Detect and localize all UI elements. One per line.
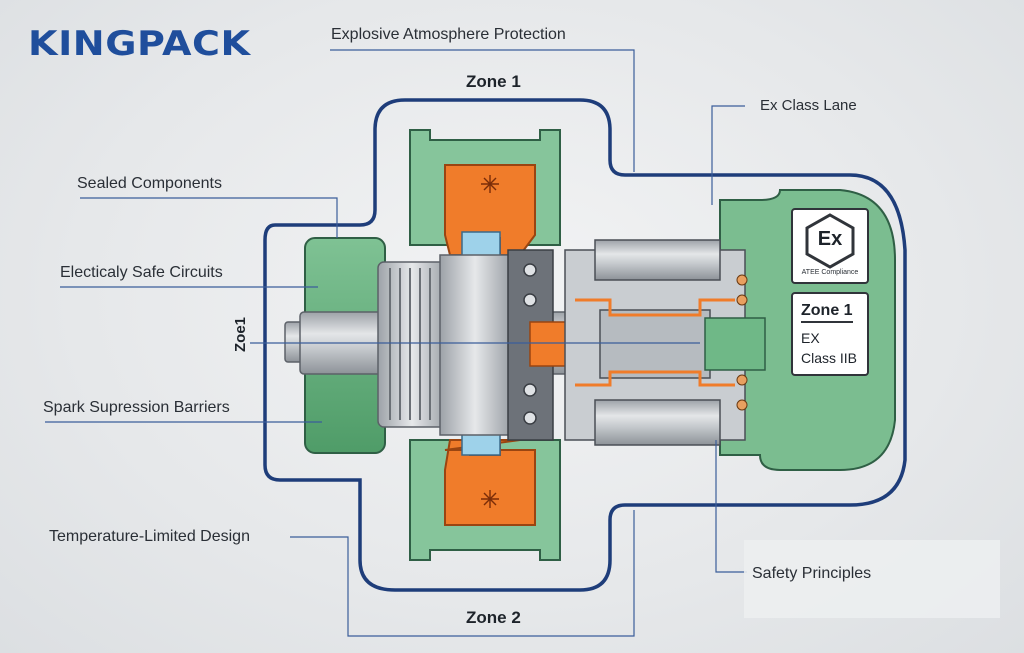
- sealed-components-label: Sealed Components: [77, 175, 222, 192]
- spark-symbol-bottom: [481, 490, 499, 508]
- safety-principles-label: Safety Principles: [752, 565, 872, 582]
- zone-1-title: Zone 1: [466, 72, 521, 91]
- zone-class-group: Class IIB: [801, 350, 858, 366]
- kingpack-logo: KINGPACK: [28, 24, 251, 64]
- upper-windings: [594, 239, 721, 281]
- terminal-screws: [736, 274, 748, 411]
- zone-class-badge: Zone 1 EX Class IIB: [791, 292, 869, 376]
- ex-class-label: Ex Class Lane: [760, 97, 857, 114]
- bearing-fins: [389, 268, 431, 420]
- ex-symbol: Ex: [817, 228, 843, 250]
- safe-circuits-label: Electicaly Safe Circuits: [60, 264, 223, 281]
- zone-class-ex: EX: [801, 330, 820, 346]
- zone-2-title: Zone 2: [466, 608, 521, 627]
- spark-symbol-top: [481, 175, 499, 193]
- terminal-block: [704, 317, 766, 371]
- lower-windings: [594, 399, 721, 446]
- ex-hexagon-icon: [805, 213, 855, 269]
- atex-compliance-text: ATEE Compliance: [801, 269, 859, 276]
- inner-rotor: [599, 309, 711, 379]
- safety-principles-panel: [744, 540, 1000, 618]
- flange-bolts: [523, 263, 537, 425]
- rotor-block: [439, 254, 511, 436]
- stator-core-bottom: [444, 439, 536, 526]
- zone-side-label: Zoe1: [232, 316, 249, 352]
- temperature-design-label: Temperature-Limited Design: [49, 528, 250, 545]
- ex-compliance-badge: Ex ATEE Compliance: [791, 208, 869, 284]
- explosive-protection-label: Explosive Atmosphere Protection: [331, 26, 566, 43]
- spark-barriers-label: Spark Supression Barriers: [43, 399, 230, 416]
- zone-class-title: Zone 1: [801, 302, 853, 323]
- orange-coupling: [529, 321, 571, 367]
- zone-boundary-outline: [263, 98, 907, 592]
- orange-wiring: [575, 298, 735, 387]
- bearing-stack: [377, 261, 447, 428]
- leader-lines: [45, 49, 747, 637]
